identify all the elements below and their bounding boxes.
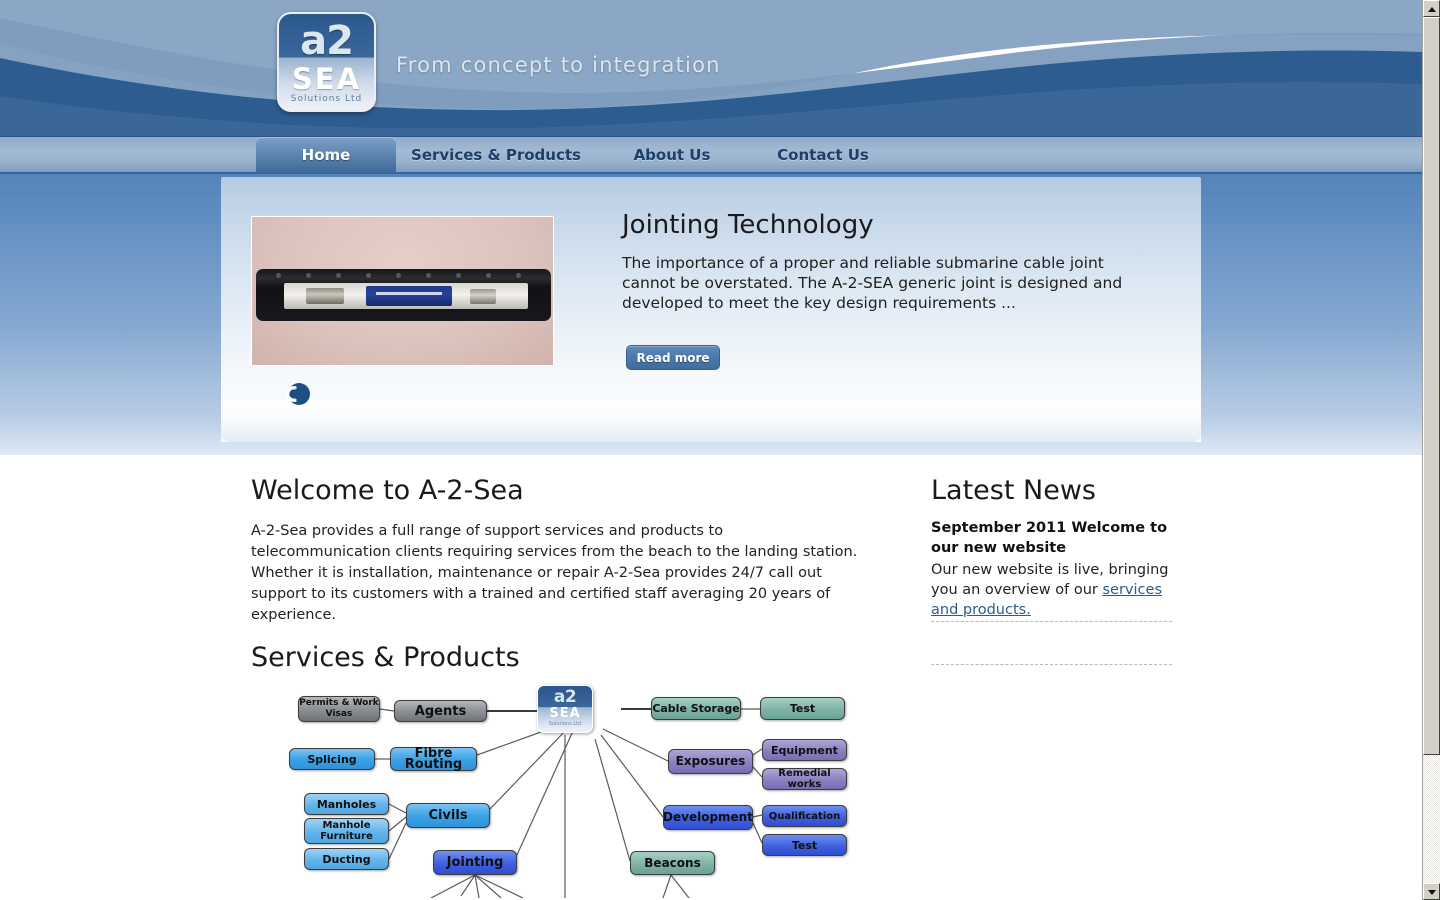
diagram-center-node-a2sea[interactable]: a2 SEA Solutions Ltd <box>537 685 593 733</box>
joint-metal-left <box>306 288 344 304</box>
carousel-next-icon[interactable] <box>285 382 311 406</box>
joint-interior <box>284 283 528 309</box>
main-navigation: Home Services & Products About Us Contac… <box>0 136 1422 174</box>
hero-body-text: The importance of a proper and reliable … <box>622 254 1123 312</box>
diagram-node[interactable]: Cable Storage <box>651 697 741 720</box>
joint-bolts <box>276 273 536 278</box>
page-scrollbar[interactable] <box>1422 0 1440 900</box>
logo-text-solutions: Solutions Ltd <box>290 94 363 104</box>
welcome-paragraph: A-2-Sea provides a full range of support… <box>251 523 858 623</box>
diagram-node[interactable]: Permits & Work Visas <box>298 696 380 722</box>
site-logo[interactable]: a2 SEA Solutions Ltd <box>277 12 376 112</box>
nav-list: Home Services & Products About Us Contac… <box>256 137 898 173</box>
diagram-node[interactable]: Equipment <box>762 739 847 761</box>
hero-image-cable-joint <box>251 216 554 366</box>
diagram-node[interactable]: Remedial works <box>762 768 847 790</box>
services-products-heading: Services & Products <box>251 642 520 673</box>
diagram-node[interactable]: Qualification <box>762 805 847 827</box>
nav-item-contact-us[interactable]: Contact Us <box>777 146 869 164</box>
scroll-up-arrow-icon[interactable] <box>1423 0 1440 17</box>
diagram-node[interactable]: Manholes <box>304 793 389 815</box>
diagram-node[interactable]: Development <box>663 805 753 830</box>
services-products-diagram: a2 SEA Solutions Ltd Permits & Work Visa… <box>251 683 891 898</box>
hero-panel-fade <box>221 400 1201 442</box>
read-more-button[interactable]: Read more <box>626 345 720 370</box>
diagram-node[interactable]: Manhole Furniture <box>304 818 389 844</box>
site-header: a2 SEA Solutions Ltd From concept to int… <box>0 0 1422 136</box>
diagram-node[interactable]: Jointing <box>433 850 517 875</box>
news-item-body: Our new website is live, bringing you an… <box>931 560 1176 620</box>
joint-metal-right <box>470 289 496 304</box>
news-item-title: September 2011 Welcome to our new websit… <box>931 520 1168 556</box>
joint-housing-shape <box>256 269 551 321</box>
welcome-heading: Welcome to A-2-Sea <box>251 475 524 506</box>
logo-text-a2: a2 <box>300 18 354 64</box>
diagram-logo-solutions: Solutions Ltd <box>548 721 582 727</box>
diagram-node[interactable]: Agents <box>394 700 487 722</box>
news-services-products-link[interactable]: services and products. <box>931 582 1162 618</box>
diagram-node[interactable]: Beacons <box>630 851 715 875</box>
news-divider-1 <box>931 621 1172 622</box>
logo-text-sea: SEA <box>291 62 362 96</box>
nav-item-home[interactable]: Home <box>256 137 396 173</box>
diagram-node[interactable]: Civils <box>406 803 490 828</box>
diagram-node[interactable]: Test <box>760 697 845 720</box>
site-tagline: From concept to integration <box>396 53 721 77</box>
news-item-body-text: Our new website is live, bringing you an… <box>931 562 1169 598</box>
diagram-logo-a2: a2 <box>553 687 577 707</box>
nav-item-services-products[interactable]: Services & Products <box>411 146 581 164</box>
scrollbar-thumb[interactable] <box>1423 17 1440 755</box>
hero-title: Jointing Technology <box>622 210 874 240</box>
scroll-down-arrow-icon[interactable] <box>1423 883 1440 900</box>
diagram-node[interactable]: Ducting <box>304 848 389 870</box>
latest-news-heading: Latest News <box>931 475 1096 506</box>
diagram-logo-sea: SEA <box>549 706 581 721</box>
diagram-node[interactable]: Exposures <box>668 749 753 774</box>
diagram-connector-lines <box>375 708 763 898</box>
news-divider-2 <box>931 664 1172 665</box>
diagram-node[interactable]: Splicing <box>289 748 375 770</box>
nav-item-about-us[interactable]: About Us <box>633 146 711 164</box>
diagram-node[interactable]: Fibre Routing <box>390 747 477 771</box>
diagram-node[interactable]: Test <box>762 834 847 856</box>
joint-blue-plate <box>366 286 452 306</box>
